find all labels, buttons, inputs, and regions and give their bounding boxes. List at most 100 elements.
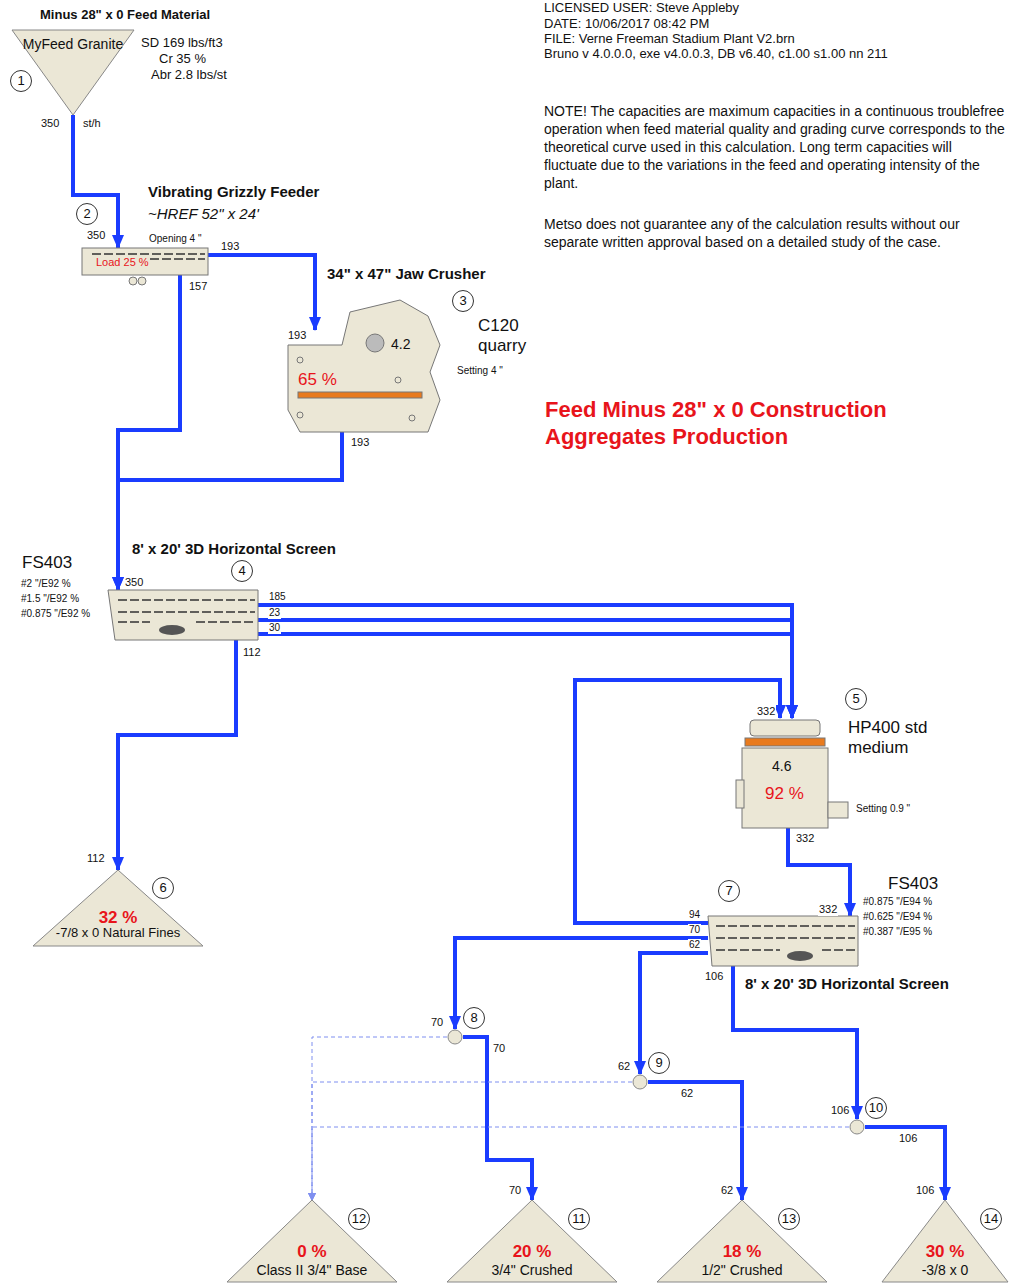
node-text: 92 %	[765, 784, 804, 804]
flow-line	[865, 1127, 945, 1200]
annotation-label: 30	[268, 622, 281, 634]
diagram-title: Feed Minus 28" x 0 Construction Aggregat…	[545, 396, 975, 450]
node-text: C120 quarry	[478, 316, 548, 355]
annotation-label: 112	[242, 646, 262, 659]
node-text: 65 %	[298, 370, 337, 390]
callout-number: 13	[778, 1208, 800, 1230]
cone-crusher: HP400 std medium4.692 %	[742, 718, 828, 828]
annotation-label: Abr 2.8 lbs/st	[150, 68, 228, 83]
callout-number: 2	[76, 203, 98, 225]
annotation-label: 350	[86, 229, 106, 242]
splitter: 8	[447, 1029, 463, 1045]
node-text: 8' x 20' 3D Horizontal Screen	[132, 540, 336, 557]
annotation-label: 106	[830, 1104, 850, 1117]
splitter: 10	[849, 1119, 865, 1135]
flow-line	[208, 255, 315, 330]
node-text: 8' x 20' 3D Horizontal Screen	[745, 975, 949, 992]
node-text: 4.2	[391, 336, 410, 352]
node-text: 1/2" Crushed	[657, 1262, 827, 1278]
annotation-label: LICENSED USER: Steve Appleby	[543, 1, 740, 16]
node-text: 0 %	[227, 1242, 397, 1262]
node-text: 30 %	[882, 1242, 1008, 1262]
node-text: HP400 std medium	[848, 718, 948, 757]
callout-number: 1	[10, 70, 32, 92]
annotation-label: 106	[915, 1184, 935, 1197]
annotation-label: Bruno v 4.0.0.0, exe v4.0.0.3, DB v6.40,…	[543, 47, 889, 62]
annotation-label: #0.875 "/E94 %	[862, 896, 933, 908]
flow-line	[648, 1082, 742, 1200]
annotation-label: 350	[124, 576, 144, 589]
annotation-label: 62	[617, 1060, 631, 1073]
stockpile-shape	[33, 870, 203, 946]
stockpile-shape	[447, 1200, 617, 1282]
splitter: 9	[632, 1074, 648, 1090]
node-text: Class II 3/4" Base	[227, 1262, 397, 1278]
flow-line	[258, 605, 792, 718]
flow-line	[640, 953, 708, 1074]
annotation-label: 62	[720, 1184, 734, 1197]
bypass-line	[312, 1037, 447, 1200]
flow-line	[73, 115, 118, 248]
callout-number: 9	[648, 1052, 670, 1074]
annotation-label: #0.875 "/E92 %	[20, 608, 91, 620]
splitter-outline	[632, 1074, 648, 1090]
node-text: 34" x 47" Jaw Crusher	[327, 265, 485, 282]
stockpile-shape	[882, 1200, 1008, 1282]
callout-number: 7	[718, 880, 740, 902]
annotation-label: 193	[350, 436, 370, 449]
node-text: Minus 28" x 0 Feed Material	[40, 8, 210, 23]
splitter-outline	[447, 1029, 463, 1045]
annotation-label: st/h	[82, 117, 102, 130]
annotation-label: 332	[795, 832, 815, 845]
annotation-label: FILE: Verne Freeman Stadium Plant V2.brn	[543, 32, 796, 47]
annotation-label: Opening 4 "	[148, 233, 202, 245]
flow-line	[258, 634, 792, 718]
annotation-label: 157	[188, 280, 208, 293]
flow-line	[788, 828, 850, 916]
annotation-label: Cr 35 %	[158, 52, 207, 67]
node-text: 3/4" Crushed	[447, 1262, 617, 1278]
node-text: 20 %	[447, 1242, 617, 1262]
annotation-label: 193	[220, 240, 240, 253]
annotation-label: 23	[268, 607, 281, 619]
annotation-label: 350	[40, 117, 60, 130]
feed-hopper: Minus 28" x 0 Feed MaterialMyFeed Granit…	[12, 30, 134, 115]
feed-hopper-shape	[12, 30, 134, 115]
annotation-label: SD 169 lbs/ft3	[140, 36, 224, 51]
node-text: 18 %	[657, 1242, 827, 1262]
splitter-outline	[849, 1119, 865, 1135]
flow-line	[463, 1037, 532, 1200]
annotation-label: 112	[86, 852, 106, 865]
annotation-label: 70	[688, 924, 701, 936]
callout-number: 4	[231, 560, 253, 582]
note-text: NOTE! The capacities are maximum capacit…	[543, 102, 1007, 192]
grizzly-feeder: Vibrating Grizzly Feeder~HREF 52" x 24'L…	[82, 248, 208, 275]
stockpile: 20 %3/4" Crushed	[447, 1200, 617, 1282]
splitter-shape	[850, 1120, 864, 1134]
node-text: FS403	[888, 874, 938, 894]
stockpile-shape	[227, 1200, 397, 1282]
annotation-label: 70	[508, 1184, 522, 1197]
annotation-label: 185	[268, 591, 287, 603]
annotation-label: #0.625 "/E94 %	[862, 911, 933, 923]
node-text: -7/8 x 0 Natural Fines	[33, 926, 203, 941]
callout-number: 8	[463, 1007, 485, 1029]
flow-line	[258, 620, 792, 718]
annotation-label: #0.387 "/E95 %	[862, 926, 933, 938]
annotation-label: 62	[688, 939, 701, 951]
bypass-line	[312, 1127, 849, 1200]
stockpile: 32 %-7/8 x 0 Natural Fines	[33, 870, 203, 946]
annotation-label: 70	[492, 1042, 506, 1055]
node-text: ~HREF 52" x 24'	[148, 205, 259, 222]
callout-number: 6	[152, 877, 174, 899]
node-text: Load 25 %	[96, 256, 149, 269]
node-text: MyFeed Granite	[12, 36, 134, 52]
screen: 8' x 20' 3D Horizontal ScreenFS403	[108, 590, 258, 640]
callout-number: 11	[568, 1208, 590, 1230]
annotation-label: 332	[818, 903, 838, 916]
callout-number: 5	[845, 688, 867, 710]
annotation-label: 106	[898, 1132, 918, 1145]
node-text: FS403	[22, 553, 72, 573]
annotation-label: 70	[430, 1016, 444, 1029]
annotation-label: 94	[688, 909, 701, 921]
